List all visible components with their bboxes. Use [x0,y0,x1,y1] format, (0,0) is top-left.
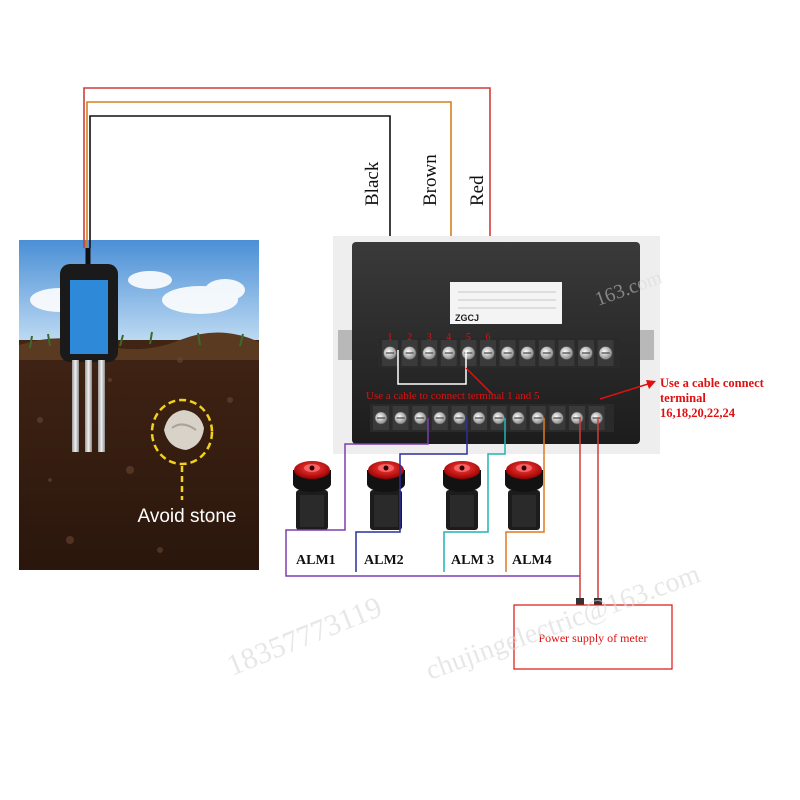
terminal-number: 1 [388,332,393,343]
jumper-wire [397,350,467,385]
top-terminal-screws [382,340,614,366]
power-supply-label: Power supply of meter [539,631,648,645]
terminal-number: 4 [446,332,451,343]
terminal-note: Use a cable to connect terminal 1 and 5 [366,390,540,402]
alm1-wire [285,418,580,577]
black-wire [89,115,391,345]
meter-brand: ZGCJ [455,313,479,323]
meter: ZGCJ 1 2 3 4 5 6 Use a cable to connect termi… [333,236,660,454]
alarm-wires [285,418,599,604]
alarm-buzzer [443,461,481,530]
watermark-phone: 18357773119 [222,590,386,682]
terminal-number: 6 [486,332,491,343]
power-supply-box [513,604,673,670]
sensor-wires [83,87,491,345]
alm4-wire [505,418,545,572]
alarm-buzzer [293,461,331,530]
sensor-photo: Avoid stone [19,240,259,570]
brown-wire [86,101,452,345]
alm2-wire [355,418,468,572]
alarm-buzzer [367,461,405,530]
side-note-line2: terminal [660,391,706,405]
terminal-number: 5 [466,332,471,343]
alm3-wire [443,418,506,572]
alarm-buzzers [293,461,543,530]
side-note-line3: 16,18,20,22,24 [660,406,736,420]
terminal-number: 2 [407,332,412,343]
side-note: Use a cable connect terminal 16,18,20,22… [660,376,765,420]
soil-sensor [60,264,118,452]
top-terminal-numbers: 1 2 3 4 5 6 [388,332,491,343]
terminal-number: 3 [427,332,432,343]
grass [29,331,244,349]
side-note-arrow [599,383,649,400]
red-wire [83,87,491,345]
side-note-line1: Use a cable connect [660,376,765,390]
alarm-buzzer [505,461,543,530]
brown-wire-label: Brown [420,154,441,206]
stone [150,398,214,500]
alm4-label: ALM4 [512,553,552,568]
bottom-terminal-screws [373,406,605,430]
avoid-stone-label: Avoid stone [138,506,237,527]
alm3-label: ALM 3 [451,553,494,568]
meter-label-sticker [450,282,562,324]
black-wire-label: Black [362,161,383,206]
red-wire-label: Red [467,175,488,206]
alm1-label: ALM1 [296,553,336,568]
alm2-label: ALM2 [364,553,404,568]
